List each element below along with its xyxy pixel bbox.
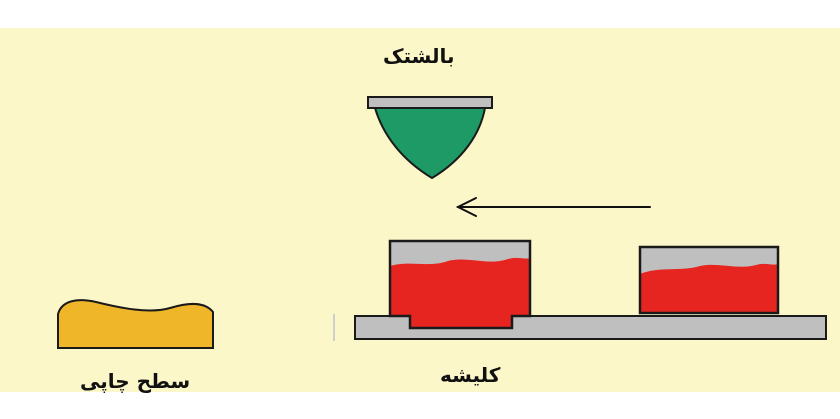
- top-margin: [0, 0, 840, 28]
- print-surface-shape: [57, 299, 214, 349]
- ink-cup-left: [388, 239, 532, 330]
- print-surface-label: سطح چاپی: [80, 369, 191, 393]
- ink-cup-right: [638, 245, 780, 315]
- cliche-label: کلیشه: [440, 363, 501, 387]
- pad-mount-plate: [367, 96, 493, 109]
- arrow-left-icon: [455, 197, 651, 217]
- bottom-margin: [0, 392, 840, 419]
- pad-label: بالشتک: [383, 44, 455, 68]
- pad-shape: [373, 107, 487, 180]
